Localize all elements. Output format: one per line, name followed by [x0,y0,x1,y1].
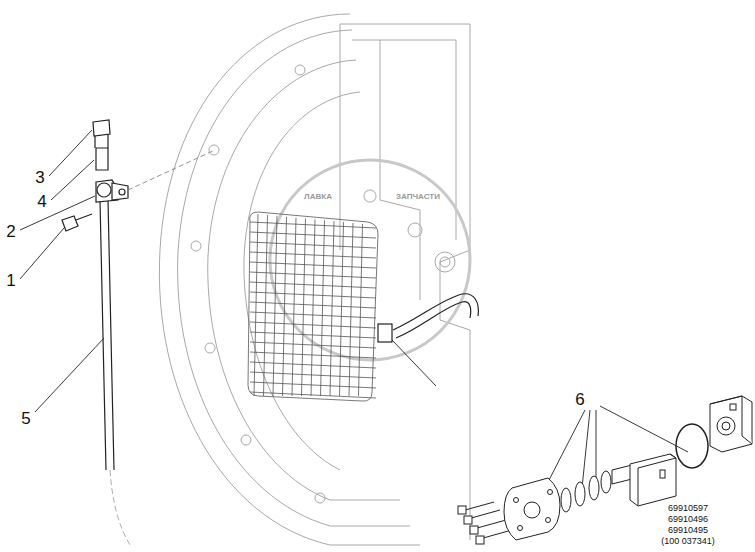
assembly-line [110,470,130,545]
grid-line [250,312,376,318]
grid-line [250,222,376,228]
grid-line [250,302,376,308]
grid-line [254,214,258,396]
grid-line [250,372,376,378]
grid-line [250,332,376,338]
grid-line [250,362,376,368]
grid-line [250,352,376,358]
hose [378,294,478,342]
grid-line [250,342,376,348]
flywheel-housing [159,14,470,545]
callout-number: 2 [6,223,15,242]
part-number: 69910597 [668,504,708,514]
watermark [270,160,470,360]
callout-number: 6 [575,391,584,410]
protective-grid [248,212,378,401]
part-number: 69910495 [668,526,708,536]
grid-line [250,272,376,278]
grid-line [321,220,325,396]
grid-line [250,382,376,388]
grid-line [250,392,376,398]
grid-line [250,252,376,258]
leader-lines [20,130,688,488]
grid-line [311,219,315,396]
callout-number: 3 [35,169,44,188]
callout-number: 5 [21,410,30,429]
assembly-line [128,150,215,190]
grid-line [330,221,334,396]
part-number: (100 037341) [661,537,715,547]
grid-line [349,223,353,396]
grid-line [250,232,376,238]
grid-line [250,282,376,288]
part-number: 69910496 [668,515,708,525]
grid-line [359,224,363,396]
grid-line [250,292,376,298]
grid-line [340,222,344,396]
grid-line [264,215,268,396]
grid-line [250,242,376,248]
pump-assembly [458,396,752,544]
watermark-text: ЛАВКА [304,193,332,202]
drain-tube [62,120,128,470]
grid-line [302,219,306,397]
grid-line [250,322,376,328]
callout-number: 1 [6,272,15,291]
grid-line [250,262,376,268]
watermark-text: ЗАПЧАСТИ [396,193,440,202]
callout-number: 4 [37,193,46,212]
